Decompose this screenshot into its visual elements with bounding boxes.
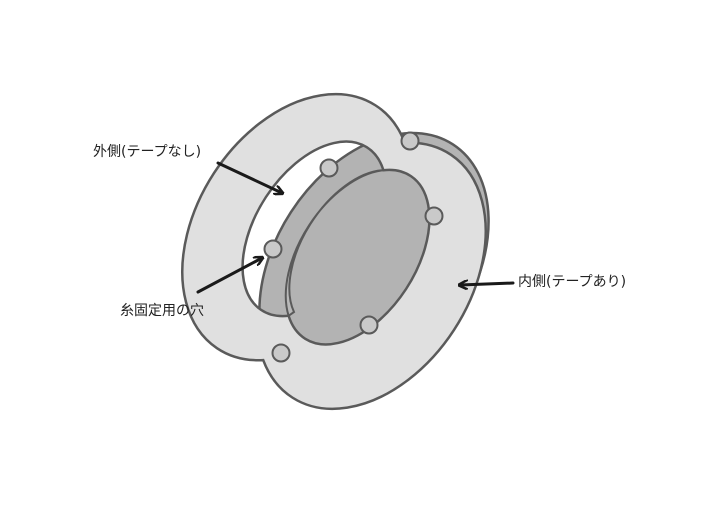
inner-side-arrow [460,283,515,285]
fixing-holes [263,131,444,363]
fixing-hole [400,131,420,151]
fixing-hole-arrow [196,258,262,294]
outer-side-label: 外側(テープなし) [93,144,202,160]
fixing-hole [424,206,444,226]
fixing-hole-label: 糸固定用の穴 [120,303,204,319]
inner-side-label: 内側(テープあり) [518,274,627,290]
fixing-hole [319,158,339,178]
fixing-hole [271,343,291,363]
fixing-hole [359,315,379,335]
outer-side-arrow [216,161,282,193]
ring-inner-wall [284,169,384,318]
fixing-hole [263,239,283,259]
